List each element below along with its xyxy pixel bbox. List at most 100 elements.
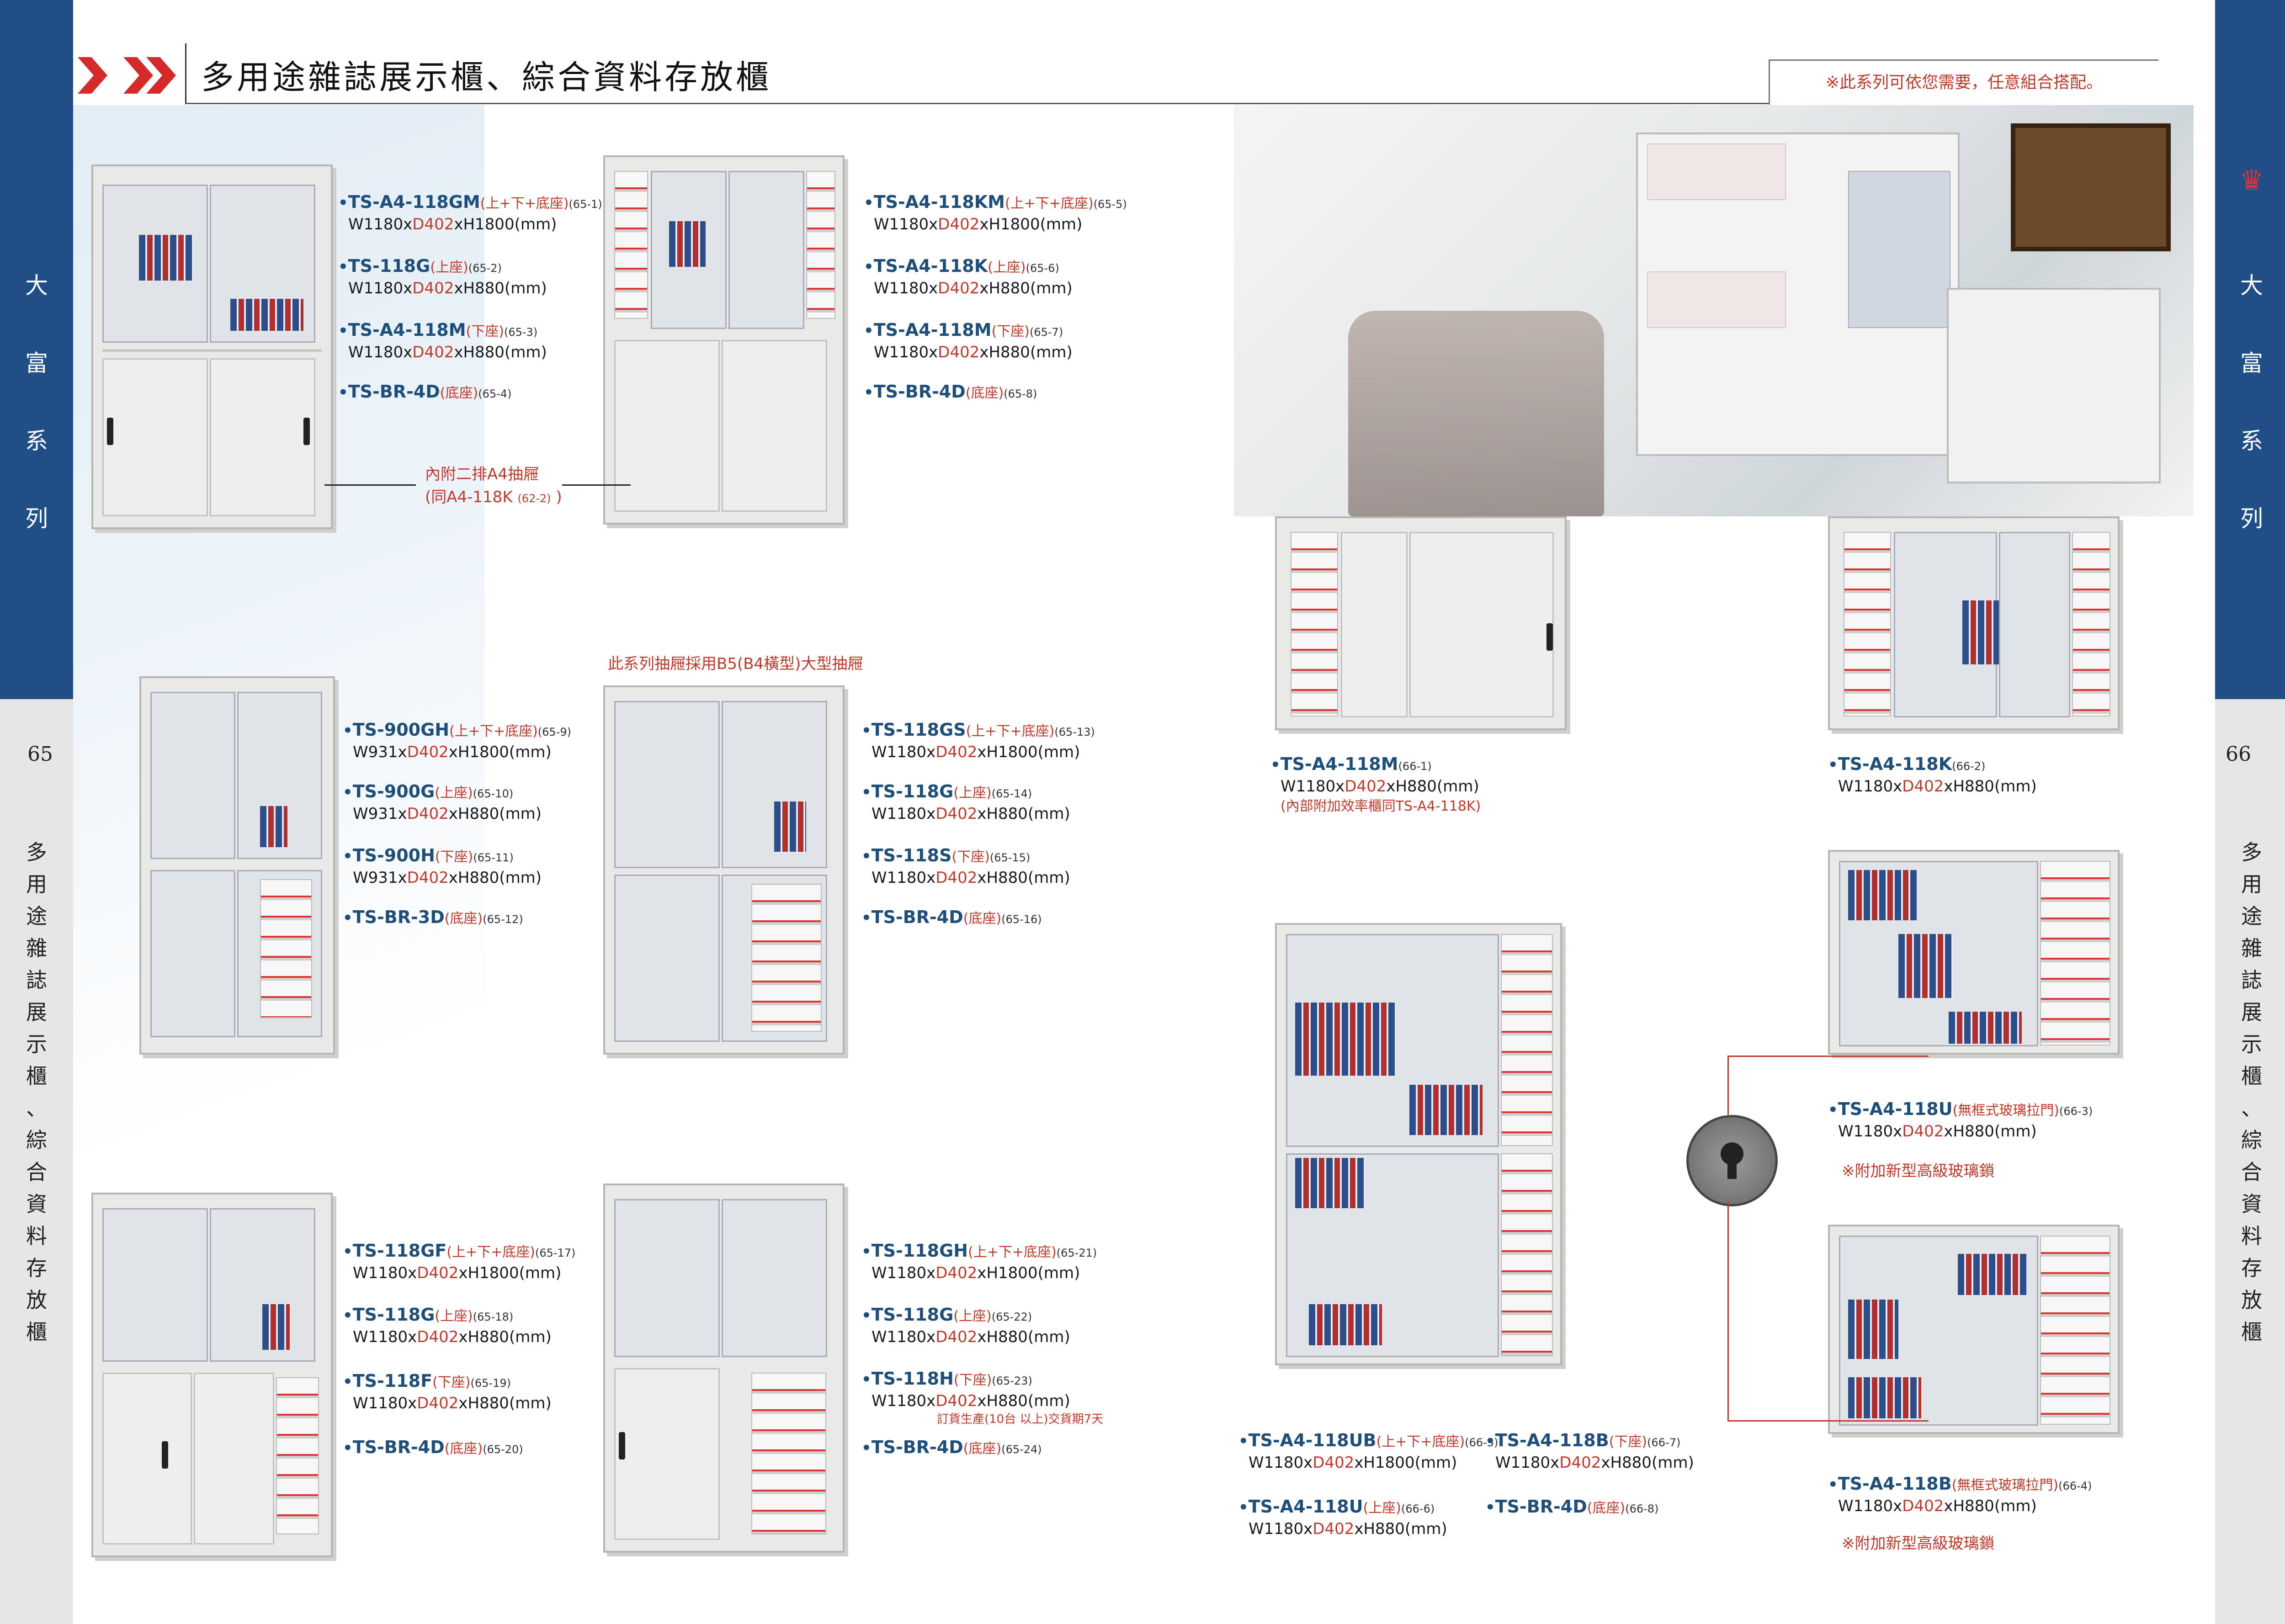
steel-door [102, 358, 208, 516]
series-char: 系 [2240, 428, 2263, 454]
chevron-arrows-icon [32, 53, 176, 98]
inner-drawer-ref-c: ) [556, 488, 562, 506]
caption-66-6: •TS-A4-118U(上座)(66-6) W1180xD402xH880(mm… [1238, 1497, 1447, 1538]
steel-door [210, 358, 315, 516]
photo-shelf [1647, 143, 1786, 200]
inner-drawer-ref: (同A4-118K (62-2) ) [425, 484, 562, 507]
keyhole-slot [1727, 1161, 1737, 1179]
glass-lock-icon [1686, 1115, 1778, 1206]
caption-65-4: •TS-BR-4D(底座)(65-4) [338, 382, 512, 402]
category-char: 料 [26, 1224, 47, 1248]
books [1409, 1085, 1483, 1135]
caption-65-21: •TS-118GH(上+下+底座)(65-21) W1180xD402xH180… [861, 1241, 1097, 1282]
category-char: 用 [2241, 872, 2262, 897]
inner-drawer-ref-b: (62-2) [517, 492, 551, 505]
door-handle [619, 1432, 625, 1459]
right-sidebar: ♛ 大 富 系 列 多 用 途 雜 誌 展 示 櫃 、 綜 合 資 料 存 放 … [2215, 0, 2285, 1624]
drawers [276, 1377, 319, 1534]
caption-65-5: •TS-A4-118KM(上+下+底座)(65-5) W1180xD402xH1… [864, 192, 1127, 234]
category-char: 櫃 [2241, 1320, 2262, 1344]
glass-door [102, 1208, 208, 1362]
category-char: 資 [2241, 1192, 2262, 1216]
drawers [1844, 532, 1891, 716]
caption-65-18: •TS-118G(上座)(65-18) W1180xD402xH880(mm) [343, 1305, 552, 1346]
category-char: 合 [26, 1160, 47, 1184]
shelf [102, 349, 322, 352]
drawers [751, 1373, 826, 1534]
cabinet-image-65-5 [603, 155, 845, 525]
books [139, 235, 194, 281]
drawers [2072, 532, 2110, 716]
caption-65-3: •TS-A4-118M(下座)(65-3) W1180xD402xH880(mm… [338, 320, 547, 361]
books [1848, 870, 1917, 920]
drawers [2040, 861, 2110, 1046]
brand-logo-icon: ♛ [2239, 165, 2264, 196]
callout-line [1727, 1056, 1729, 1115]
books [1848, 1377, 1921, 1418]
glass-door [614, 1199, 720, 1357]
books [260, 806, 287, 847]
category-char: 、 [26, 1096, 47, 1120]
cabinet-image-66-2 [1828, 516, 2120, 730]
series-char: 列 [25, 505, 48, 532]
steel-door [102, 1373, 192, 1544]
photo-shelf [1647, 271, 1786, 328]
arrow-right-icon [324, 484, 416, 486]
page-number-left: 65 [27, 743, 53, 766]
caption-65-6: •TS-A4-118K(上座)(65-6) W1180xD402xH880(mm… [864, 256, 1073, 297]
callout-line [1727, 1420, 1929, 1422]
photo-drawers [1912, 166, 1949, 440]
caption-65-23: •TS-118H(下座)(65-23) W1180xD402xH880(mm) [861, 1369, 1070, 1410]
category-char: 雜 [26, 936, 47, 961]
books [230, 299, 303, 331]
page-number-right: 66 [2226, 743, 2251, 766]
category-char: 放 [26, 1288, 47, 1312]
category-char: 展 [26, 1000, 47, 1024]
page-title: 多用途雜誌展示櫃、綜合資料存放櫃 [201, 58, 772, 96]
category-char: 誌 [2241, 968, 2262, 992]
series-char: 列 [2240, 505, 2263, 532]
category-char: 合 [2241, 1160, 2262, 1184]
caption-65-2: •TS-118G(上座)(65-2) W1180xD402xH880(mm) [338, 256, 547, 297]
arrow-left-icon [562, 484, 631, 486]
category-char: 用 [26, 872, 47, 897]
caption-66-1: •TS-A4-118M(66-1) W1180xD402xH880(mm) (內… [1270, 754, 1481, 817]
glass-door [722, 1199, 827, 1357]
books [1958, 1254, 2026, 1295]
drawers [1501, 934, 1553, 1146]
category-char: 示 [2241, 1032, 2262, 1056]
door-handle [162, 1441, 168, 1469]
series-char: 富 [2240, 350, 2263, 377]
caption-65-8: •TS-BR-4D(底座)(65-8) [864, 382, 1037, 402]
series-char: 富 [25, 350, 48, 377]
b5-drawer-note: 此系列抽屜採用B5(B4橫型)大型抽屜 [608, 655, 863, 673]
series-char: 系 [25, 428, 48, 454]
category-char: 綜 [26, 1128, 47, 1152]
caption-65-7: •TS-A4-118M(下座)(65-7) W1180xD402xH880(mm… [864, 320, 1073, 361]
series-char: 大 [2240, 272, 2263, 299]
category-char: 資 [26, 1192, 47, 1216]
category-char: 櫃 [2241, 1064, 2262, 1088]
glass-lock-note-2: ※附加新型高級玻璃鎖 [1842, 1534, 1995, 1553]
caption-65-20: •TS-BR-4D(底座)(65-20) [343, 1437, 523, 1457]
cabinet-image-65-17 [91, 1193, 333, 1557]
glass-door [150, 870, 235, 1037]
caption-65-13: •TS-118GS(上+下+底座)(65-13) W1180xD402xH180… [861, 720, 1095, 761]
inner-drawer-note: 內附二排A4抽屜 [425, 465, 539, 483]
category-char: 途 [2241, 904, 2262, 929]
category-char: 櫃 [26, 1064, 47, 1088]
cabinet-image-65-9 [139, 676, 335, 1055]
cabinet-image-65-13 [603, 685, 845, 1055]
category-char: 示 [26, 1032, 47, 1056]
caption-65-9: •TS-900GH(上+下+底座)(65-9) W931xD402xH1800(… [343, 720, 571, 761]
drawers [260, 879, 312, 1018]
caption-65-10: •TS-900G(上座)(65-10) W931xD402xH880(mm) [343, 781, 542, 823]
category-char: 櫃 [26, 1320, 47, 1344]
books [1295, 1158, 1364, 1208]
caption-66-5: •TS-A4-118UB(上+下+底座)(66-5) W1180xD402xH1… [1238, 1430, 1499, 1472]
drawers [2040, 1236, 2110, 1425]
door-handle [1546, 623, 1553, 651]
glass-door [1999, 532, 2070, 717]
books [262, 1304, 290, 1350]
drawers [1501, 1153, 1553, 1356]
